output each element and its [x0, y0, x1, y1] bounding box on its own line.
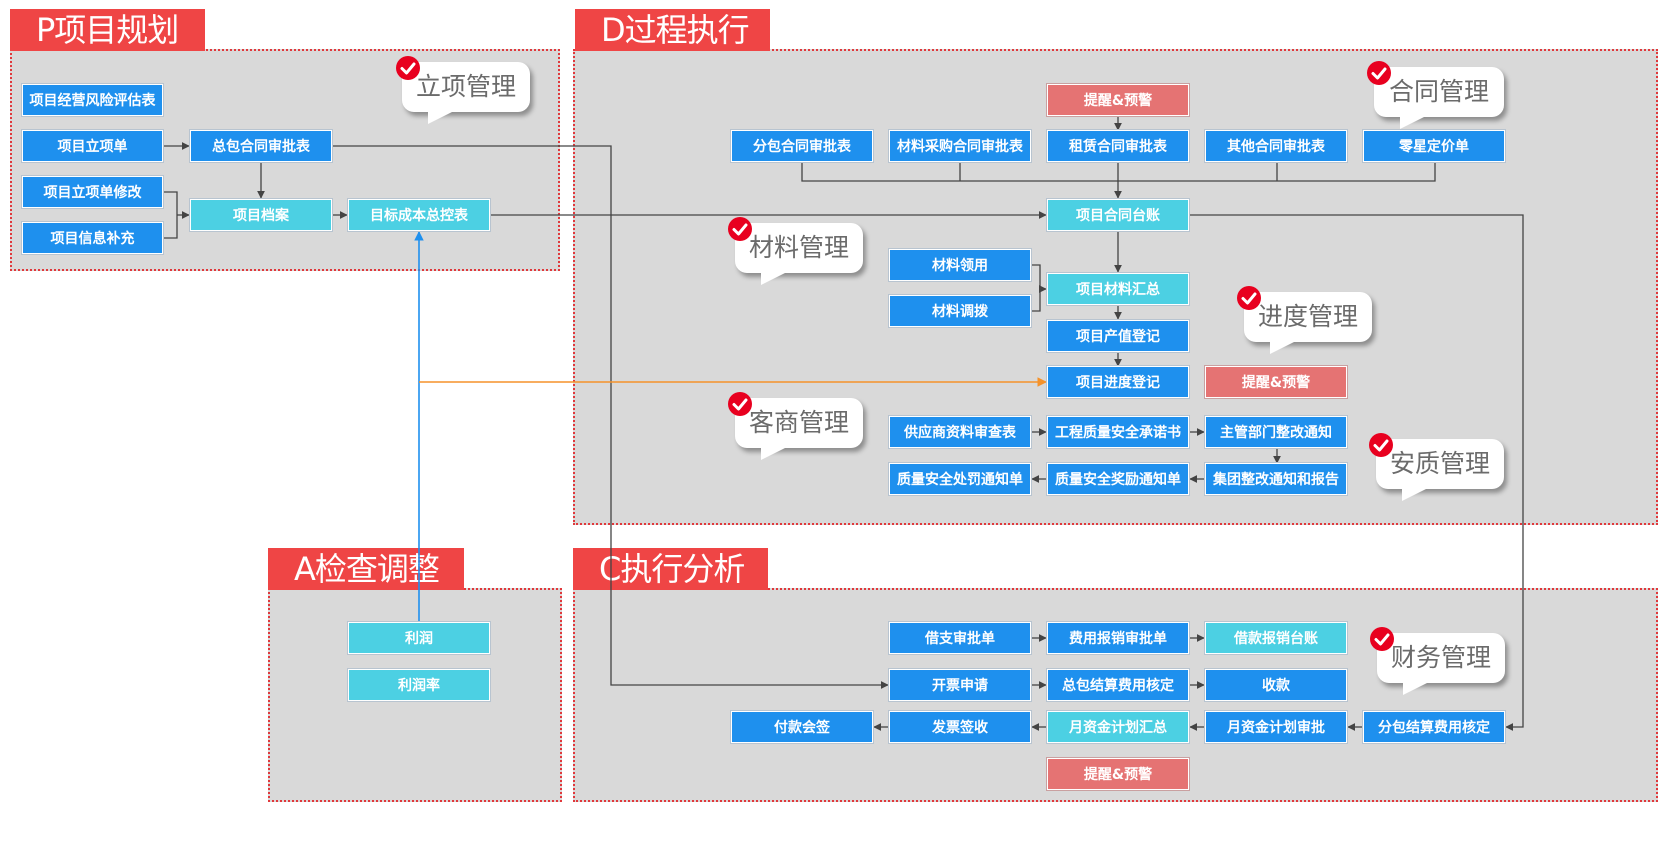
node-risk-assessment[interactable]: 项目经营风险评估表: [22, 84, 163, 116]
callout-label: 立项管理: [415, 72, 516, 101]
callout-label: 合同管理: [1388, 77, 1489, 106]
callout-label: 进度管理: [1257, 302, 1358, 331]
node-material-purchase-approval[interactable]: 材料采购合同审批表: [889, 130, 1031, 162]
node-general-contract-approval[interactable]: 总包合同审批表: [190, 130, 332, 162]
node-profit[interactable]: 利润: [348, 622, 490, 654]
node-supplier-review[interactable]: 供应商资料审查表: [889, 416, 1031, 448]
node-project-info-supplement[interactable]: 项目信息补充: [22, 222, 163, 254]
node-project-setup-form[interactable]: 项目立项单: [22, 130, 163, 162]
node-progress-alert[interactable]: 提醒&预警: [1205, 366, 1347, 398]
node-penalty-notice[interactable]: 质量安全处罚通知单: [889, 463, 1031, 495]
check-icon: [1367, 61, 1391, 85]
node-group-rectification-report[interactable]: 集团整改通知和报告: [1205, 463, 1347, 495]
node-other-approval[interactable]: 其他合同审批表: [1205, 130, 1347, 162]
node-project-setup-modify[interactable]: 项目立项单修改: [22, 176, 163, 208]
section-title-act: A检查调整: [268, 548, 464, 590]
node-material-transfer[interactable]: 材料调拨: [889, 295, 1031, 327]
node-subcontract-approval[interactable]: 分包合同审批表: [731, 130, 873, 162]
node-loan-expense-ledger[interactable]: 借款报销台账: [1205, 622, 1347, 654]
node-payment-signoff[interactable]: 付款会签: [731, 711, 873, 743]
node-loan-approval[interactable]: 借支审批单: [889, 622, 1031, 654]
callout-label: 财务管理: [1390, 643, 1491, 672]
callout-vendor: 客商管理: [735, 398, 863, 460]
node-progress-register[interactable]: 项目进度登记: [1047, 366, 1189, 398]
check-icon: [728, 392, 752, 416]
node-rectification-notice[interactable]: 主管部门整改通知: [1205, 416, 1347, 448]
callout-project-setup: 立项管理: [402, 62, 530, 124]
node-sporadic-pricing[interactable]: 零星定价单: [1363, 130, 1505, 162]
node-material-summary[interactable]: 项目材料汇总: [1047, 273, 1189, 305]
node-quality-commitment[interactable]: 工程质量安全承诺书: [1047, 416, 1189, 448]
node-contract-ledger[interactable]: 项目合同台账: [1047, 199, 1189, 231]
node-invoice-request[interactable]: 开票申请: [889, 669, 1031, 701]
section-title-plan: P项目规划: [10, 9, 205, 51]
node-monthly-fund-approval[interactable]: 月资金计划审批: [1205, 711, 1347, 743]
callout-contract: 合同管理: [1374, 67, 1504, 129]
node-target-cost-control[interactable]: 目标成本总控表: [348, 199, 490, 231]
node-reward-notice[interactable]: 质量安全奖励通知单: [1047, 463, 1189, 495]
node-material-requisition[interactable]: 材料领用: [889, 249, 1031, 281]
check-icon: [1237, 286, 1261, 310]
node-collection[interactable]: 收款: [1205, 669, 1347, 701]
section-title-do: D过程执行: [575, 9, 770, 51]
callout-quality-safety: 安质管理: [1376, 439, 1504, 501]
node-profit-rate[interactable]: 利润率: [348, 669, 490, 701]
check-icon: [728, 217, 752, 241]
node-sub-settlement-check[interactable]: 分包结算费用核定: [1363, 711, 1505, 743]
node-monthly-fund-summary[interactable]: 月资金计划汇总: [1047, 711, 1189, 743]
node-invoice-receipt[interactable]: 发票签收: [889, 711, 1031, 743]
check-icon: [396, 56, 420, 80]
callout-label: 安质管理: [1389, 449, 1490, 478]
check-icon: [1369, 433, 1393, 457]
section-title-check: C执行分析: [573, 548, 768, 590]
node-contract-alert[interactable]: 提醒&预警: [1047, 84, 1189, 116]
node-project-archive[interactable]: 项目档案: [190, 199, 332, 231]
node-output-register[interactable]: 项目产值登记: [1047, 320, 1189, 352]
callout-progress: 进度管理: [1244, 292, 1372, 354]
check-icon: [1370, 627, 1394, 651]
node-general-settlement-check[interactable]: 总包结算费用核定: [1047, 669, 1189, 701]
callout-material: 材料管理: [735, 223, 863, 285]
node-finance-alert[interactable]: 提醒&预警: [1047, 758, 1189, 790]
node-expense-approval[interactable]: 费用报销审批单: [1047, 622, 1189, 654]
callout-label: 客商管理: [748, 408, 849, 437]
callout-finance: 财务管理: [1377, 633, 1505, 695]
callout-label: 材料管理: [748, 233, 849, 262]
node-lease-approval[interactable]: 租赁合同审批表: [1047, 130, 1189, 162]
